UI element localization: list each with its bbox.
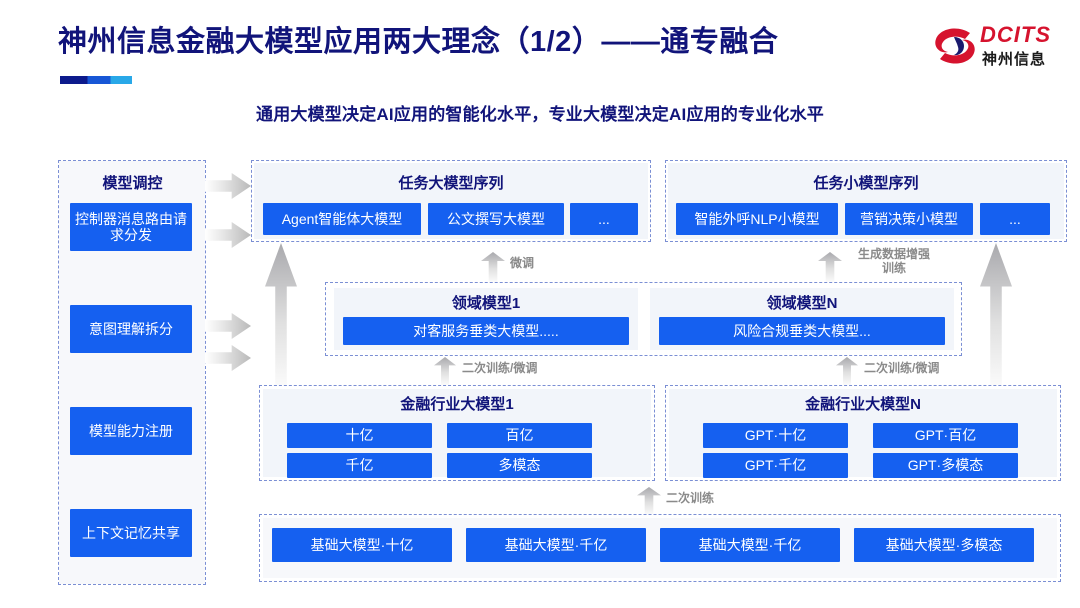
foundation-model-item-3[interactable]: 基础大模型·千亿 (660, 528, 840, 562)
flow-arrow-up-retrain-right (836, 357, 858, 385)
flow-label-data-aug: 生成数据增强 训练 (857, 247, 930, 275)
task-small-item-nlp-outbound[interactable]: 智能外呼NLP小模型 (676, 203, 838, 235)
flow-label-retrain-right: 二次训练/微调 (864, 361, 940, 375)
sidebar-title: 模型调控 (102, 175, 163, 192)
industry-model-1-item-shiyi[interactable]: 十亿 (287, 423, 432, 448)
industry-model-n-item-gpt-multimodal[interactable]: GPT·多模态 (873, 453, 1018, 478)
flow-label-retrain: 二次训练 (666, 491, 715, 505)
domain-model-1-item[interactable]: 对客服务垂类大模型..... (343, 317, 629, 345)
flow-arrow-right-2 (205, 222, 251, 248)
page-subtitle: 通用大模型决定AI应用的智能化水平，专业大模型决定AI应用的专业化水平 (256, 105, 824, 124)
flow-arrow-up-long-right (980, 243, 1012, 388)
dcits-swirl-icon (935, 28, 975, 64)
sidebar-item-controller-routing[interactable]: 控制器消息路由请求分发 (70, 203, 192, 251)
domain-model-1-title: 领域模型1 (451, 295, 521, 312)
foundation-model-item-4[interactable]: 基础大模型·多模态 (854, 528, 1034, 562)
flow-arrow-right-3 (205, 313, 251, 339)
industry-model-1-item-qianyi[interactable]: 千亿 (287, 453, 432, 478)
sidebar-item-intent-parsing[interactable]: 意图理解拆分 (70, 305, 192, 353)
industry-model-1-item-multimodal[interactable]: 多模态 (447, 453, 592, 478)
flow-arrow-right-4 (205, 345, 251, 371)
title-underline-rule (60, 76, 132, 84)
flow-label-fine-tune: 微调 (510, 256, 535, 270)
foundation-model-item-2[interactable]: 基础大模型·千亿 (466, 528, 646, 562)
task-large-item-agent[interactable]: Agent智能体大模型 (263, 203, 421, 235)
flow-arrow-up-retrain (637, 487, 661, 515)
flow-arrow-up-data-aug (818, 252, 842, 282)
industry-model-n-title: 金融行业大模型N (805, 396, 921, 413)
page-title: 神州信息金融大模型应用两大理念（1/2）——通专融合 (58, 26, 779, 58)
sidebar-item-capability-register[interactable]: 模型能力注册 (70, 407, 192, 455)
logo-text-cn: 神州信息 (982, 51, 1047, 68)
industry-model-n-item-gpt-shiyi[interactable]: GPT·十亿 (703, 423, 848, 448)
brand-logo: DCITS 神州信息 (934, 22, 1062, 74)
task-large-item-doc-writing[interactable]: 公文撰写大模型 (428, 203, 564, 235)
task-small-title: 任务小模型序列 (813, 175, 919, 192)
flow-arrow-right-1 (205, 173, 251, 199)
logo-text-en: DCITS (980, 22, 1051, 47)
foundation-model-item-1[interactable]: 基础大模型·十亿 (272, 528, 452, 562)
industry-model-n-item-gpt-baiyi[interactable]: GPT·百亿 (873, 423, 1018, 448)
flow-arrow-up-long-left (265, 243, 297, 388)
flow-arrow-up-retrain-left (434, 357, 456, 385)
sidebar-item-context-memory[interactable]: 上下文记忆共享 (70, 509, 192, 557)
task-large-item-more[interactable]: ... (570, 203, 638, 235)
task-small-item-more[interactable]: ... (980, 203, 1050, 235)
industry-model-1-item-baiyi[interactable]: 百亿 (447, 423, 592, 448)
task-small-item-marketing[interactable]: 营销决策小模型 (845, 203, 973, 235)
task-large-title: 任务大模型序列 (398, 175, 504, 192)
flow-label-retrain-left: 二次训练/微调 (462, 361, 538, 375)
domain-model-n-item[interactable]: 风险合规垂类大模型... (659, 317, 945, 345)
industry-model-1-title: 金融行业大模型1 (400, 396, 514, 413)
flow-arrow-up-fine-tune (481, 252, 505, 282)
industry-model-n-item-gpt-qianyi[interactable]: GPT·千亿 (703, 453, 848, 478)
domain-model-n-title: 领域模型N (766, 295, 838, 312)
